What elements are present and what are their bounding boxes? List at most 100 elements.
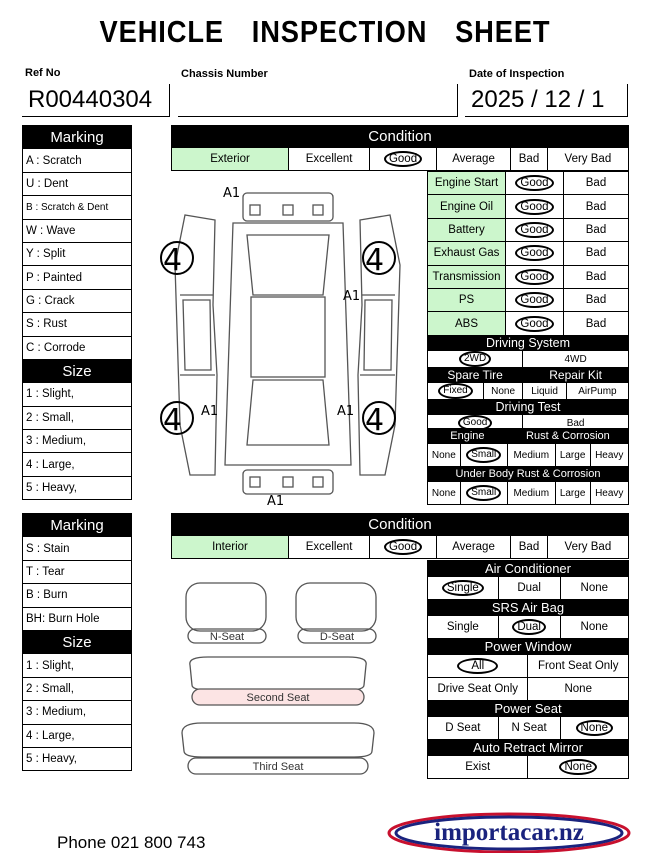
option-excellent[interactable]: Excellent [287, 147, 371, 171]
option-very-bad[interactable]: Very Bad [546, 147, 630, 171]
size-item: 2 : Small, [22, 405, 132, 431]
option-none[interactable]: None [559, 576, 630, 600]
option-dual[interactable]: Dual [497, 615, 561, 639]
marking-item: B : Scratch & Dent [22, 195, 132, 220]
marking-header: Marking [22, 512, 132, 538]
option-large[interactable]: Large [554, 481, 591, 505]
marking-item: B : Burn [22, 583, 132, 608]
option-none[interactable]: None [559, 716, 630, 740]
check-good[interactable]: Good [505, 217, 564, 243]
option-liquid[interactable]: Liquid [522, 382, 567, 400]
option-d-seat[interactable]: D Seat [427, 716, 499, 740]
check-good[interactable]: Good [505, 311, 564, 336]
mark-four-fl: 4 [163, 243, 182, 278]
check-bad[interactable]: Bad [563, 287, 629, 313]
check-good[interactable]: Good [505, 287, 564, 313]
option-medium[interactable]: Medium [506, 481, 556, 505]
ref-no-label: Ref No [25, 67, 61, 79]
check-bad[interactable]: Bad [563, 194, 629, 219]
option-none[interactable]: None [427, 443, 461, 467]
option-all[interactable]: All [426, 654, 529, 678]
option-airpump[interactable]: AirPump [565, 382, 630, 400]
marking-item: S : Rust [22, 312, 132, 337]
marking-item: P : Painted [22, 265, 132, 290]
power-seat-header: Power Seat [427, 700, 629, 717]
option-none[interactable]: None [527, 677, 629, 701]
condition-header: Condition [171, 513, 629, 536]
option-average[interactable]: Average [435, 535, 512, 559]
date-field[interactable]: 2025 / 12 / 1 [465, 84, 628, 117]
option-front-seat-only[interactable]: Front Seat Only [527, 654, 629, 678]
option-bad[interactable]: Bad [510, 147, 548, 171]
option-bad[interactable]: Bad [510, 535, 548, 559]
option-none[interactable]: None [559, 615, 630, 639]
selected-circle: None [575, 720, 614, 736]
option-large[interactable]: Large [554, 443, 591, 467]
interior-label: Interior [171, 535, 289, 559]
option-heavy[interactable]: Heavy [589, 443, 630, 467]
option-single[interactable]: Single [427, 615, 499, 639]
option-none[interactable]: None [427, 481, 461, 505]
marking-item: C : Corrode [22, 335, 132, 360]
size-item: 3 : Medium, [22, 700, 132, 725]
option-small[interactable]: Small [459, 443, 508, 467]
option-good[interactable]: Good [369, 147, 437, 171]
third-seat-label: Third Seat [253, 761, 304, 773]
option-single[interactable]: Single [427, 576, 499, 600]
mark-four-rl: 4 [163, 403, 182, 438]
option-small[interactable]: Small [459, 481, 508, 505]
check-good[interactable]: Good [505, 170, 564, 196]
check-bad[interactable]: Bad [563, 170, 629, 196]
d-seat-label: D-Seat [320, 631, 354, 643]
option-exist[interactable]: Exist [426, 755, 529, 779]
ref-no-field[interactable]: R00440304 [22, 84, 170, 117]
mirror-header: Auto Retract Mirror [427, 739, 629, 756]
option-excellent[interactable]: Excellent [287, 535, 371, 559]
option-n-seat[interactable]: N Seat [497, 716, 561, 740]
option-average[interactable]: Average [435, 147, 512, 171]
check-good[interactable]: Good [505, 264, 564, 289]
option-very-bad[interactable]: Very Bad [546, 535, 630, 559]
option-medium[interactable]: Medium [506, 443, 556, 467]
size-item: 4 : Large, [22, 723, 132, 748]
mark-a1-right: A1 [343, 289, 360, 304]
option-none[interactable]: None [527, 755, 629, 779]
size-header: Size [22, 629, 132, 655]
check-bad[interactable]: Bad [563, 311, 629, 336]
check-bad[interactable]: Bad [563, 217, 629, 243]
selected-circle: Good [515, 292, 554, 309]
option-fixed[interactable]: Fixed [427, 382, 484, 400]
selected-circle: Good [515, 315, 554, 332]
selected-circle: Good [383, 151, 423, 167]
option-heavy[interactable]: Heavy [589, 481, 630, 505]
selected-circle: Good [383, 539, 423, 555]
option-2wd[interactable]: 2WD [426, 350, 524, 368]
logo-text: importacar.nz [434, 819, 584, 846]
exterior-condition-table: Condition Exterior Excellent Good Averag… [171, 125, 630, 171]
size-item: 5 : Heavy, [22, 475, 132, 501]
chassis-field[interactable] [178, 84, 458, 117]
option-good[interactable]: Good [369, 535, 437, 559]
option-dual[interactable]: Dual [497, 576, 561, 600]
selected-circle: 2WD [458, 351, 492, 367]
mark-a1-rear: A1 [267, 494, 284, 505]
check-label: Exhaust Gas [427, 241, 506, 266]
option-none[interactable]: None [482, 382, 524, 400]
vehicle-diagram[interactable]: 4 4 4 4 A1 A1 A1 A1 A1 [155, 175, 420, 505]
seat-diagram[interactable]: N-Seat D-Seat Second Seat Third Seat [178, 575, 378, 780]
mark-four-rr: 4 [365, 403, 384, 438]
marking-header: Marking [22, 124, 132, 150]
check-good[interactable]: Good [505, 241, 564, 266]
check-bad[interactable]: Bad [563, 264, 629, 289]
option-drive-seat-only[interactable]: Drive Seat Only [426, 677, 529, 701]
power-window-header: Power Window [427, 638, 629, 655]
marking-item: W : Wave [22, 218, 132, 243]
rust-header: Rust & Corrosion [506, 428, 630, 444]
option-4wd[interactable]: 4WD [522, 350, 629, 368]
check-good[interactable]: Good [505, 194, 564, 219]
srs-header: SRS Air Bag [427, 599, 629, 616]
underbody-header: Under Body Rust & Corrosion [427, 466, 629, 482]
mark-a1-front: A1 [223, 186, 240, 201]
check-bad[interactable]: Bad [563, 241, 629, 266]
condition-header: Condition [171, 125, 629, 148]
